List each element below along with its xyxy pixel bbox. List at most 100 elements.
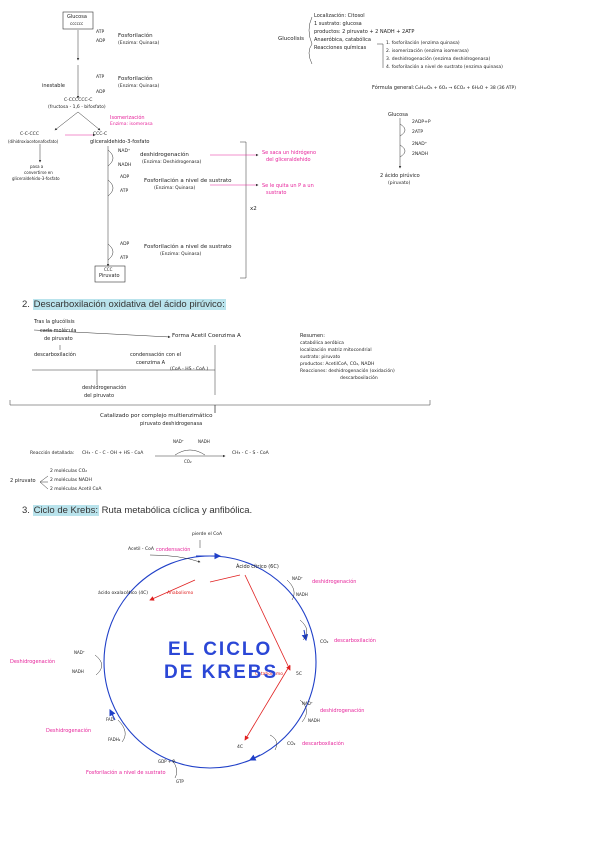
formula-label: Fórmula general: xyxy=(372,85,415,91)
fosf-sustrato-1: Fosforilación a nivel de sustrato xyxy=(144,178,232,184)
summary-result: 2 ácido pirúvico xyxy=(380,173,420,179)
resumen-title: Resumen: xyxy=(300,333,325,339)
deshidro-label: deshidrogenación xyxy=(82,385,127,391)
section2-number: 2. xyxy=(22,299,30,310)
krebs-title-line1: EL CICLO xyxy=(168,639,273,660)
fosforilacion-1: Fosforilación xyxy=(118,33,153,39)
c5-label: 5C xyxy=(296,672,303,677)
descarbox-krebs-1: descarboxilación xyxy=(334,638,376,644)
formula: C₆H₁₂O₆ + 6O₂ → 6CO₂ + 6H₂O + 38 (36 ATP… xyxy=(415,86,516,91)
pasa-a: pasa a xyxy=(30,164,44,169)
resumen-item-0: catabólica aeróbica xyxy=(300,341,344,346)
glucosa-carbons: cccccc xyxy=(70,21,84,26)
resumen-item-3: productos: AcetilCoA, CO₂, NADH xyxy=(300,362,375,367)
resumen-item-5: descarboxilación xyxy=(340,376,378,381)
descarbox-krebs-2: descarboxilación xyxy=(302,741,344,747)
enzima-quinasa-2: (Enzima: Quinasa) xyxy=(118,84,160,89)
fosforilacion-2: Fosforilación xyxy=(118,76,153,82)
tras-label: Tras la glucólisis xyxy=(34,319,75,325)
de-piruvato-label: de piruvato xyxy=(44,336,73,342)
nad-krebs-1: NAD⁺ xyxy=(292,576,303,581)
summary-result-sub: (piruvato) xyxy=(388,181,411,186)
section3-title-rest: Ruta metabólica cíclica y anfibólica. xyxy=(101,505,253,516)
adp-3: ADP xyxy=(120,175,130,180)
resumen-item-2: sustrato: piruvato xyxy=(300,355,341,360)
condensacion-step: condensación xyxy=(156,547,191,553)
enzima-isomerasa: Enzima: isomerasa xyxy=(110,122,153,127)
resumen-item-1: localización matriz mitocondrial xyxy=(300,348,372,353)
nad-1: NAD⁺ xyxy=(118,149,131,154)
fadh2-label: FADH₂ xyxy=(108,737,121,742)
g3p-carbons: CCC-C xyxy=(93,132,108,137)
cada-label: cada molécula xyxy=(40,328,77,334)
inestable-label: inestable xyxy=(42,83,65,89)
atp-4: ATP xyxy=(120,256,129,261)
piruvato-carbons: CCC xyxy=(104,267,113,272)
summary-item-1: 1 sustrato: glucosa xyxy=(314,21,362,27)
atp-1: ATP xyxy=(96,30,105,35)
catabolismo-label: Catabolismo xyxy=(255,672,284,677)
gdp-label: GDP + Pᵢ xyxy=(158,759,176,764)
c4-label: 4C xyxy=(237,745,244,750)
nad-krebs-2: NAD⁺ xyxy=(302,701,313,706)
fosf-sustrato-2: Fosforilación a nivel de sustrato xyxy=(144,244,232,250)
isomerizacion-label: Isomerización xyxy=(110,115,145,121)
co2-krebs-1: CO₂ xyxy=(320,640,329,645)
anabolismo-label: Anabolismo xyxy=(167,591,194,596)
summary-item-2: productos: 2 piruvato + 2 NADH + 2ATP xyxy=(314,29,415,35)
summary-item-0: Localización: Citosol xyxy=(314,13,365,19)
catalizado-label: Catalizado por complejo multienzimático xyxy=(100,413,213,419)
desh-fad: Deshidrogenación xyxy=(46,728,92,734)
enzima-deshidrogenasa: (Enzima: Deshidrogenasa) xyxy=(142,160,202,165)
nadh-krebs-2: NADH xyxy=(308,718,320,723)
acido-citrico: Ácido cítrico (6C) xyxy=(236,564,279,570)
reaccion-co2: CO₂ xyxy=(184,459,192,464)
desh-krebs-2: deshidrogenación xyxy=(320,708,365,714)
enzima-quinasa-3: (Enzima: Quinasa) xyxy=(154,186,196,191)
pierde-coa: pierde el CoA xyxy=(192,532,223,537)
reaction-2: 3. deshidrogenación (enzima deshidrogena… xyxy=(386,57,491,62)
summary-out-1: 2ADP+P xyxy=(412,120,431,125)
glucolisis-title: Glucolisis xyxy=(278,36,304,42)
summary-item-3: Anaeróbica, catabólica xyxy=(314,37,371,43)
fad-label: FAD xyxy=(106,717,114,722)
nad-left: NAD⁺ xyxy=(74,650,85,655)
reaccion-nadh: NADH xyxy=(198,439,210,444)
section2-heading: 2. Descarboxilación oxidativa del ácido … xyxy=(22,299,226,310)
deshidrogenacion-1: deshidrogenación xyxy=(140,152,189,158)
atp-3: ATP xyxy=(120,189,129,194)
desh-left: Deshidrogenación xyxy=(10,659,56,665)
reaction-1: 2. isomerización (enzima isomerasa) xyxy=(386,49,469,54)
section2-title: Descarboxilación oxidativa del ácido pir… xyxy=(32,299,226,310)
reaccion-left: CH₃ - C - C - OH + HS - CoA xyxy=(82,451,144,456)
enzima-quinasa-4: (Enzima: Quinasa) xyxy=(160,252,202,257)
nadh-krebs-1: NADH xyxy=(296,592,308,597)
section3-title-highlight: Ciclo de Krebs: xyxy=(32,505,99,516)
descarbox-label: descarboxilación xyxy=(34,352,76,358)
summary-glucosa: Glucosa xyxy=(388,112,408,118)
forma-acetil: Forma Acetil Coenzima A xyxy=(172,333,241,339)
del-piruvato-label: del piruvato xyxy=(84,393,115,399)
output-nadh: 2 moléculas NADH xyxy=(50,478,92,483)
reaccion-nad: NAD⁺ xyxy=(173,439,184,444)
note-se-le-quita: Se le quita un P a un xyxy=(262,183,314,189)
oxalacetico: ácido oxalacético (4C) xyxy=(98,591,148,596)
summary-item-4: Reacciones químicas xyxy=(314,45,367,51)
condensacion-label: condensación con el xyxy=(130,352,182,358)
dhap-carbons: C-C-CCC xyxy=(20,132,39,137)
note-del-glic: del gliceraldehido xyxy=(266,157,311,163)
hexose-carbons: C-CCCCCC-C xyxy=(64,98,93,103)
reaction-3: 4. fosforilación a nivel de sustrato (en… xyxy=(386,65,503,70)
g3p-short: gliceraldehido-3-fosfato xyxy=(12,176,60,181)
fosf-sustrato-krebs: Fosforilación a nivel de sustrato xyxy=(86,770,166,776)
atp-2: ATP xyxy=(96,75,105,80)
fructosa-label: (fructosa - 1,6 - bifosfato) xyxy=(48,105,106,110)
enzima-quinasa-1: (Enzima: Quinasa) xyxy=(118,41,160,46)
output-co2: 2 moléculas CO₂ xyxy=(50,469,88,474)
adp-1: ADP xyxy=(96,39,106,44)
desh-krebs-1: deshidrogenación xyxy=(312,579,357,585)
note-sustrato: sustrato xyxy=(266,190,287,196)
section3-number: 3. xyxy=(22,505,30,516)
section3-heading: 3. Ciclo de Krebs: Ruta metabólica cícli… xyxy=(22,505,253,516)
